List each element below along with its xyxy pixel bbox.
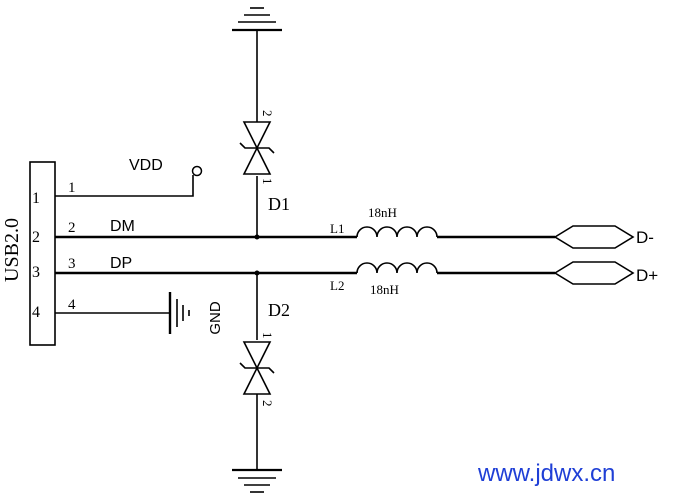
inductor-l2-value: 18nH [370,282,399,297]
d2-label: D2 [268,300,290,320]
wire-pin-number-1: 1 [68,180,76,196]
inductor-l1-value: 18nH [368,205,397,220]
wire-pin-number-2: 2 [68,220,76,236]
ground-symbol-pin4 [168,292,190,334]
gnd-net: 4 GND [55,292,224,335]
ground-symbol-top [232,7,282,32]
d1-label: D1 [268,194,290,214]
connector-pin-2: 2 [32,229,40,246]
vdd-net: 1 VDD [55,157,203,197]
d2-pin-top: 1 [260,332,275,339]
d2-pin-bottom: 2 [260,400,275,407]
d-plus-connector [553,261,635,285]
dp-net: 3 DP L2 18nH D+ [55,255,658,297]
diode-d1: 2 1 D1 [232,7,290,240]
connector-pin-1: 1 [32,190,40,207]
connector-label: USB2.0 [1,218,23,282]
dp-label: DP [110,255,132,272]
wire-pin-number-3: 3 [68,256,76,272]
inductor-l1 [356,226,438,238]
watermark: www.jdwx.cn [477,460,615,487]
d-minus-connector [553,225,635,249]
d1-pin-bottom: 1 [260,178,275,185]
gnd-label: GND [207,301,224,335]
vdd-label: VDD [129,157,163,174]
wire-pin-number-4: 4 [68,297,76,313]
d-plus-label: D+ [636,266,658,285]
ground-symbol-bottom [232,468,282,493]
dm-net: 2 DM L1 18nH D- [55,205,654,249]
diode-d2: 1 2 D2 [232,270,290,493]
connector-pin-4: 4 [32,304,40,321]
d-minus-label: D- [636,228,654,247]
inductor-l2 [356,262,438,274]
connector-pin-3: 3 [32,264,40,281]
inductor-l1-ref: L1 [330,221,344,236]
inductor-l2-ref: L2 [330,278,344,293]
d1-pin-top: 2 [260,110,275,117]
dm-label: DM [110,218,135,235]
usb-connector: USB2.0 1 2 3 4 [1,161,56,346]
